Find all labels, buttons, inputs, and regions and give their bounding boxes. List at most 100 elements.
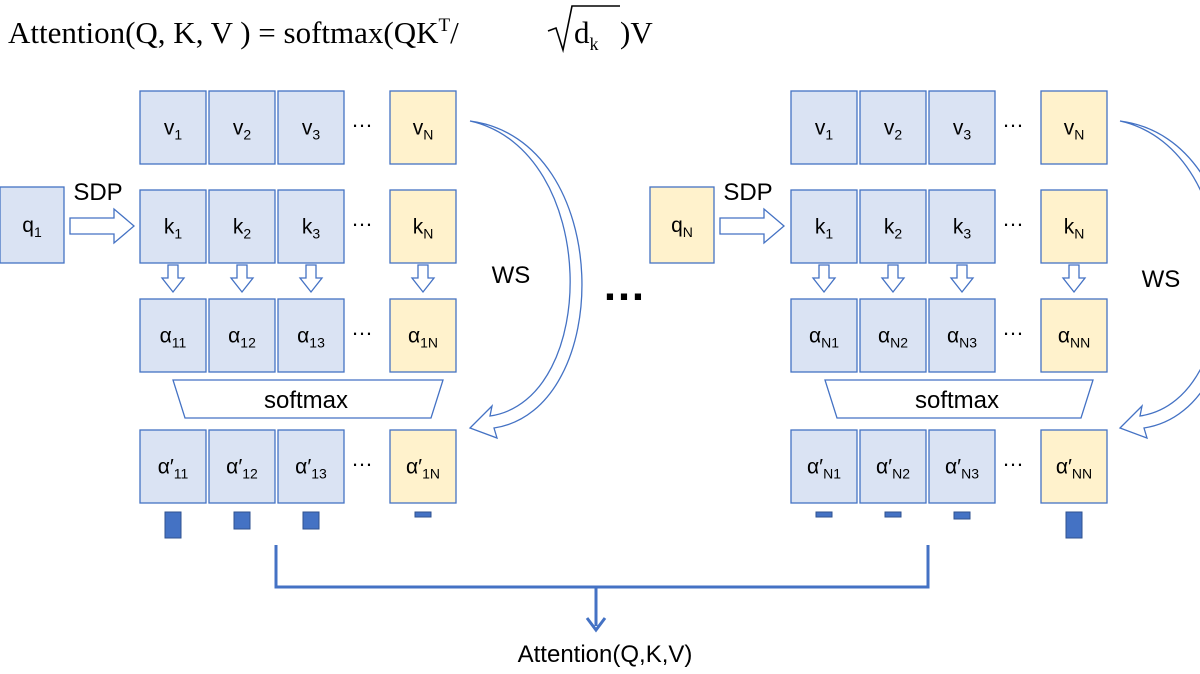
right-k-cell-4-box <box>1040 189 1108 264</box>
right-query-cell-label: qN <box>671 214 693 240</box>
right-a-cell-1-box <box>790 298 858 373</box>
left-k-cell-4: kN <box>389 189 457 264</box>
right-v-cell-3-label-base: v <box>953 117 964 140</box>
right-ap-cell-2-label: α′N2 <box>876 456 910 482</box>
left-a-cell-4-label-sub: 1N <box>420 335 438 351</box>
right-ap-cell-3-label-sub: N3 <box>961 466 979 482</box>
right-a-cell-4-box <box>1040 298 1108 373</box>
right-k-cell-1: k1 <box>790 189 858 264</box>
output-arrow-head <box>585 617 607 633</box>
left-ap-cell-1: α′11 <box>139 429 207 504</box>
left-weight-bar-1 <box>164 511 182 539</box>
left-weight-bar-4 <box>414 511 432 518</box>
left-ap-cell-4-label-base: α′ <box>406 456 422 479</box>
left-a-cell-3-box <box>277 298 345 373</box>
right-ap-cell-2-label-base: α′ <box>876 456 892 479</box>
right-k-cell-4-label: kN <box>1064 216 1085 242</box>
right-k-cell-2-label-base: k <box>884 216 895 239</box>
right-ap-cell-4-box <box>1040 429 1108 504</box>
left-ap-cell-4-label: α′1N <box>406 456 440 482</box>
left-a-cell-2-label-base: α <box>228 325 240 348</box>
left-k-row-ellipsis: … <box>351 206 373 231</box>
right-ap-cell-4: α′NN <box>1040 429 1108 504</box>
right-down-arrow-4 <box>1061 264 1087 294</box>
left-a-cell-3: α13 <box>277 298 345 373</box>
left-ap-cell-2-label-sub: 12 <box>242 466 258 482</box>
left-k-cell-2-label-sub: 2 <box>243 226 251 242</box>
sdp-arrow-left <box>69 207 136 245</box>
sdp-label-right: SDP <box>723 179 772 206</box>
right-v-cell-1-box <box>790 90 858 165</box>
left-ap-cell-3: α′13 <box>277 429 345 504</box>
right-k-cell-2-label: k2 <box>884 216 903 242</box>
sqrt-sign <box>547 5 620 54</box>
softmax-block-left <box>172 379 444 419</box>
right-down-arrow-1 <box>811 264 837 294</box>
left-a-cell-3-label-base: α <box>297 325 309 348</box>
left-v-cell-3-label-sub: 3 <box>312 127 320 143</box>
right-v-cell-3-box <box>928 90 996 165</box>
right-v-cell-2-label-base: v <box>884 117 895 140</box>
left-v-cell-4-box <box>389 90 457 165</box>
left-v-cell-1-box <box>139 90 207 165</box>
right-ap-cell-2-box <box>859 429 927 504</box>
right-ap-cell-1-box <box>790 429 858 504</box>
left-v-cell-4-label-sub: N <box>423 127 433 143</box>
right-query-cell-label-base: q <box>671 214 683 237</box>
left-v-cell-1: v1 <box>139 90 207 165</box>
left-down-arrow-1 <box>160 264 186 294</box>
right-ap-cell-1-label-base: α′ <box>807 456 823 479</box>
left-v-row-ellipsis: … <box>351 107 373 132</box>
left-down-arrow-4 <box>410 264 436 294</box>
left-v-cell-4-label: vN <box>413 117 434 143</box>
formula-sub-k: k <box>590 34 599 54</box>
softmax-block-right <box>824 379 1094 419</box>
right-a-cell-4-label-base: α <box>1058 325 1070 348</box>
right-v-cell-1-label: v1 <box>815 117 834 143</box>
left-k-cell-2-label: k2 <box>233 216 252 242</box>
left-v-cell-4-label-base: v <box>413 117 424 140</box>
left-k-cell-2-box <box>208 189 276 264</box>
right-k-cell-3-label-sub: 3 <box>963 226 971 242</box>
left-k-cell-1-label-base: k <box>164 216 175 239</box>
right-a-cell-2-box <box>859 298 927 373</box>
left-query-cell: q1 <box>0 186 65 264</box>
left-k-cell-2-label-base: k <box>233 216 244 239</box>
left-query-cell-label: q1 <box>22 214 42 240</box>
right-v-cell-4: vN <box>1040 90 1108 165</box>
right-a-cell-1: αN1 <box>790 298 858 373</box>
right-down-arrow-3 <box>949 264 975 294</box>
right-v-cell-1-label-sub: 1 <box>825 127 833 143</box>
left-ap-cell-2-label: α′12 <box>226 456 258 482</box>
right-k-cell-3-box <box>928 189 996 264</box>
right-v-cell-2-box <box>859 90 927 165</box>
collector-bracket <box>274 545 930 589</box>
right-ap-cell-2-label-sub: N2 <box>892 466 910 482</box>
right-a-cell-4-label: αNN <box>1058 325 1090 351</box>
left-v-cell-3: v3 <box>277 90 345 165</box>
right-a-row-ellipsis: … <box>1002 315 1024 340</box>
left-ap-cell-2: α′12 <box>208 429 276 504</box>
formula-root: dk <box>574 15 599 54</box>
right-ap-cell-3-box <box>928 429 996 504</box>
right-k-cell-2-box <box>859 189 927 264</box>
left-k-cell-4-label-base: k <box>413 216 424 239</box>
left-k-cell-3-box <box>277 189 345 264</box>
right-v-cell-4-label-sub: N <box>1074 127 1084 143</box>
right-query-cell-label-sub: N <box>683 224 693 240</box>
formula-d: d <box>574 15 590 50</box>
right-a-cell-1-label: αN1 <box>809 325 839 351</box>
left-ap-cell-3-box <box>277 429 345 504</box>
left-k-cell-3-label-base: k <box>302 216 313 239</box>
left-ap-row-ellipsis: … <box>351 446 373 471</box>
left-ap-cell-2-label-base: α′ <box>226 456 242 479</box>
ellipsis-between-blocks: … <box>602 261 646 310</box>
left-a-cell-2: α12 <box>208 298 276 373</box>
right-weight-bar-2 <box>884 511 902 518</box>
right-weight-bar-4 <box>1065 511 1083 539</box>
right-k-cell-1-box <box>790 189 858 264</box>
right-k-cell-4-label-sub: N <box>1074 226 1084 242</box>
right-k-cell-4: kN <box>1040 189 1108 264</box>
left-k-cell-3-label: k3 <box>302 216 321 242</box>
